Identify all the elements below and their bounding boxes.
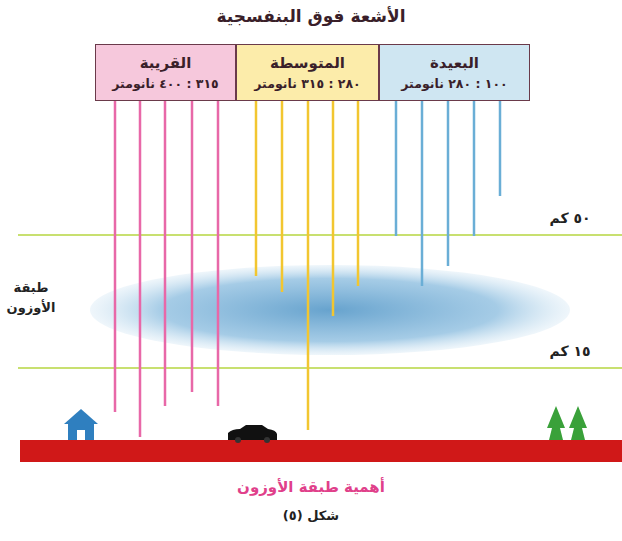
altitude-label: ١٥ كم: [530, 341, 610, 362]
altitude-label: ٥٠ كم: [530, 208, 610, 229]
wavelength-range: ٢٨٠ : ٣١٥ نانومتر: [254, 76, 360, 91]
diagram-title: الأشعة فوق البنفسجية: [0, 6, 622, 26]
ozone-layer: [90, 265, 570, 355]
uv-band-box: القريبة ٣١٥ : ٤٠٠ نانومتر: [95, 44, 236, 101]
car-icon: [228, 425, 277, 443]
ground: [20, 440, 622, 462]
band-name: المتوسطة: [270, 54, 345, 72]
altitude-line: [18, 234, 622, 236]
wavelength-range: ٣١٥ : ٤٠٠ نانومتر: [112, 76, 218, 91]
ozone-layer-label: طبقة الأوزون: [0, 278, 62, 317]
uv-band-box: البعيدة ١٠٠ : ٢٨٠ نانومتر: [379, 44, 530, 101]
house-icon: [64, 409, 98, 440]
tree-icons: [547, 406, 587, 440]
mid-uv-rays: [256, 101, 358, 430]
figure-number: شكل (٥): [0, 506, 622, 526]
wavelength-range: ١٠٠ : ٢٨٠ نانومتر: [401, 76, 507, 91]
near-uv-rays: [115, 101, 218, 437]
band-name: البعيدة: [430, 54, 479, 72]
band-name: القريبة: [140, 54, 192, 72]
figure-caption: أهمية طبقة الأوزون: [0, 478, 622, 496]
altitude-line: [18, 367, 622, 369]
far-uv-rays: [396, 101, 500, 286]
uv-band-box: المتوسطة ٢٨٠ : ٣١٥ نانومتر: [236, 44, 379, 101]
